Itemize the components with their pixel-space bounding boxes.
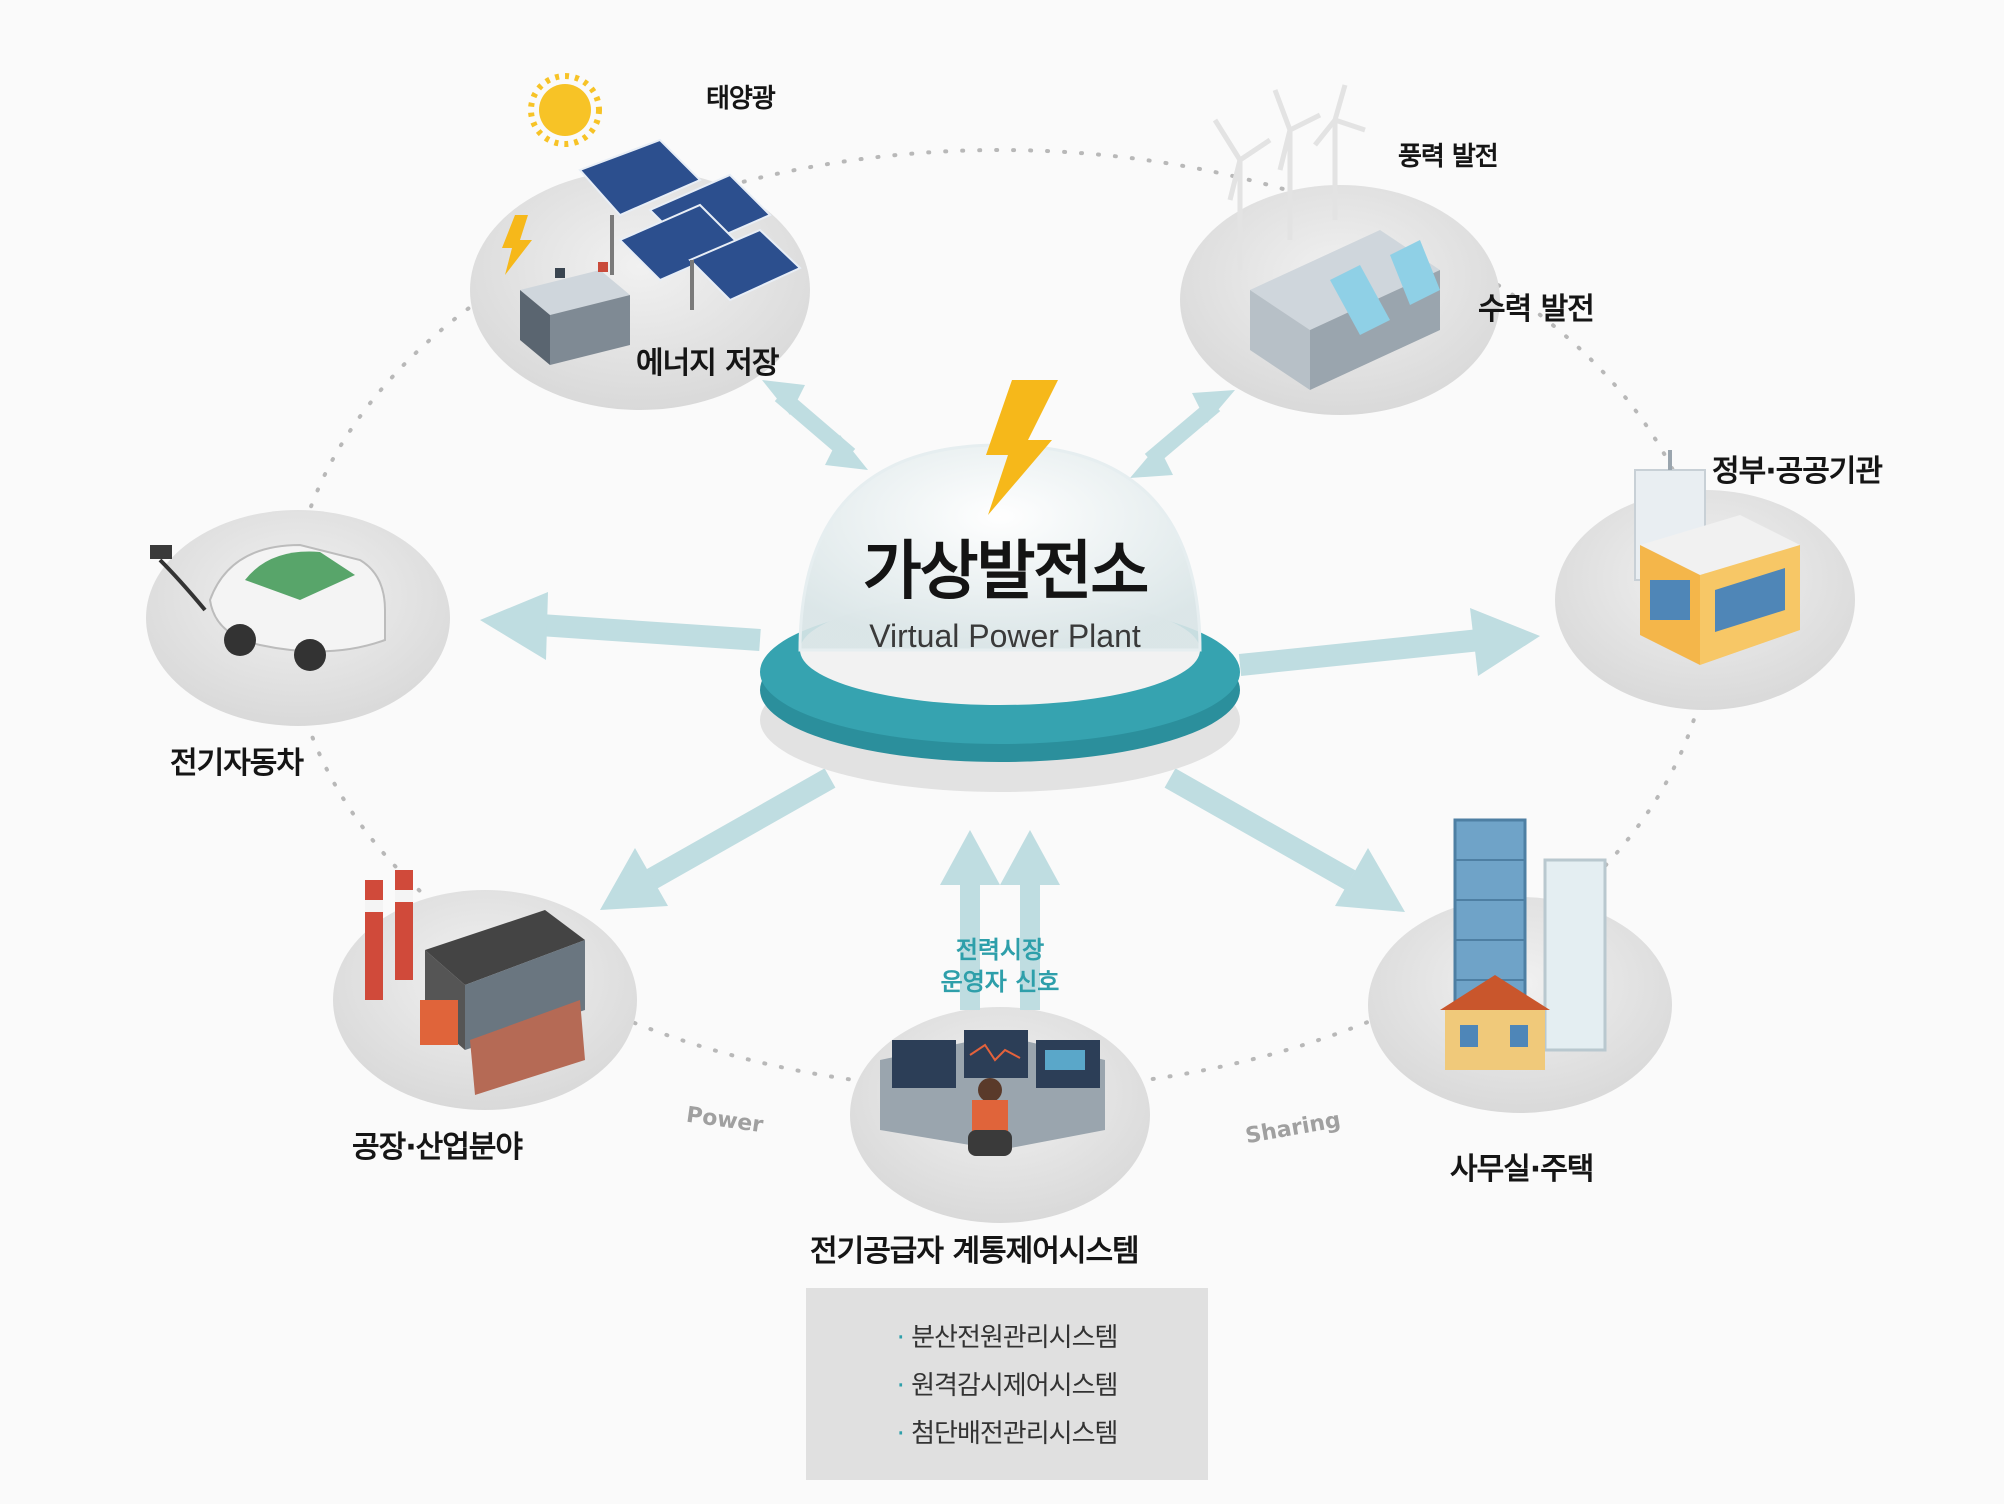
label-factory: 공장·산업분야: [352, 1130, 523, 1165]
arrow-wind: [1130, 390, 1235, 478]
storage-lightning-icon: [502, 215, 532, 275]
label-control: 전기공급자 계통제어시스템: [810, 1234, 1140, 1269]
ev-car-icon: [150, 543, 386, 671]
office-buildings-icon: [1440, 818, 1607, 1070]
market-signal-label: 전력시장 운영자 신호: [910, 934, 1090, 998]
lightning-icon: [986, 380, 1058, 515]
label-storage: 에너지 저장: [636, 346, 779, 381]
arrow-solar: [762, 380, 868, 470]
label-office: 사무실·주택: [1450, 1152, 1594, 1187]
vpp-center: [760, 380, 1240, 792]
label-ev: 전기자동차: [170, 746, 304, 781]
flow-arrows: [480, 380, 1540, 1010]
government-building-icon: [1634, 450, 1800, 665]
systems-list-box: 분산전원관리시스템 원격감시제어시스템 첨단배전관리시스템: [806, 1288, 1208, 1480]
house-roof: [1440, 975, 1550, 1010]
label-hydro: 수력 발전: [1478, 292, 1595, 327]
arrow-factory: [600, 768, 836, 910]
solar-icon: [528, 73, 802, 310]
label-solar: 태양광: [706, 84, 776, 114]
wind-turbine-icon: [1212, 84, 1366, 270]
arrow-control-up: [940, 830, 1060, 1010]
systems-list-item: 분산전원관리시스템: [806, 1314, 1208, 1362]
systems-list-item: 첨단배전관리시스템: [806, 1410, 1208, 1458]
arrow-ev: [480, 592, 761, 660]
market-signal-line1: 전력시장: [955, 936, 1045, 964]
arrow-government: [1238, 608, 1540, 676]
label-wind: 풍력 발전: [1398, 142, 1499, 172]
vpp-subtitle: Virtual Power Plant: [869, 618, 1141, 654]
label-government: 정부·공공기관: [1712, 454, 1883, 489]
vpp-title: 가상발전소: [862, 535, 1149, 609]
hydro-dam-icon: [1250, 230, 1440, 390]
battery-icon: [520, 262, 630, 365]
arrow-office: [1164, 768, 1405, 912]
market-signal-line2: 운영자 신호: [940, 968, 1060, 996]
control-room-icon: [880, 1030, 1105, 1156]
factory-icon: [365, 870, 585, 1095]
systems-list: 분산전원관리시스템 원격감시제어시스템 첨단배전관리시스템: [806, 1288, 1208, 1458]
systems-list-item: 원격감시제어시스템: [806, 1362, 1208, 1410]
operator-icon: [978, 1078, 1002, 1102]
